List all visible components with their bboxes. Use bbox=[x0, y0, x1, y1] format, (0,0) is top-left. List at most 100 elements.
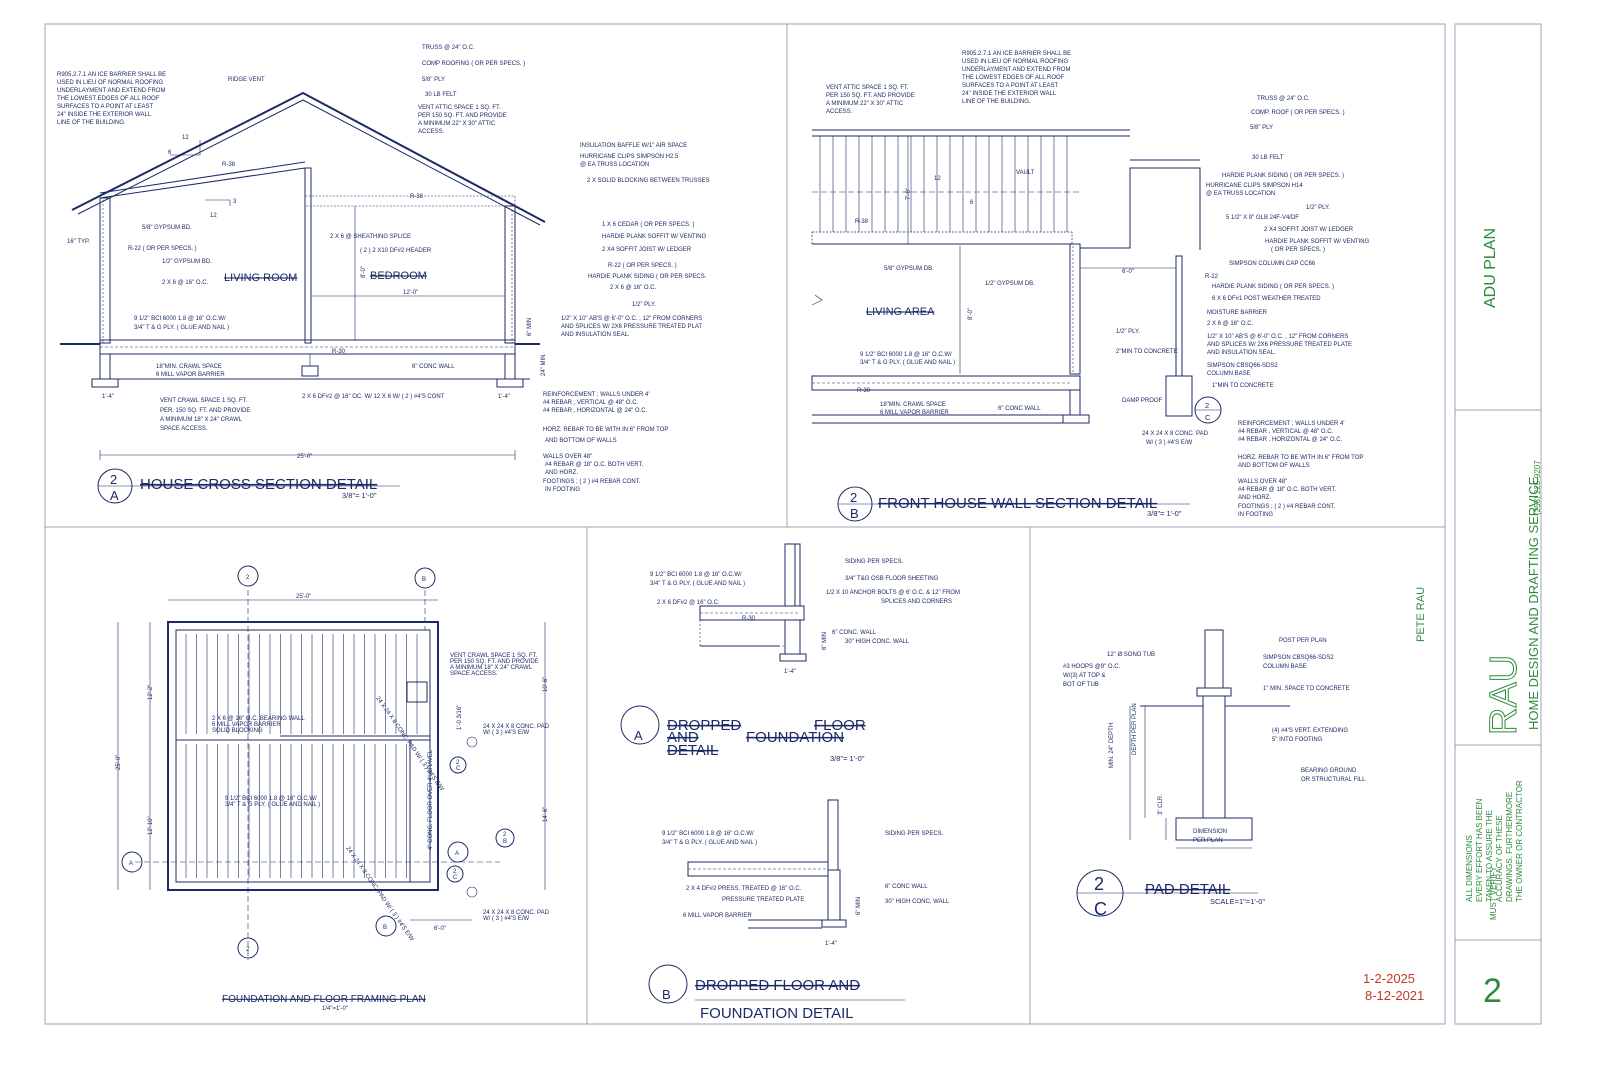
svg-text:1'-0 3/16": 1'-0 3/16" bbox=[457, 705, 463, 730]
svg-text:SPACE ACCESS.: SPACE ACCESS. bbox=[160, 426, 208, 432]
svg-text:SURFACES TO A POINT AT LEAST: SURFACES TO A POINT AT LEAST bbox=[57, 104, 153, 110]
svg-text:IN FOOTING: IN FOOTING bbox=[1238, 512, 1273, 518]
svg-text:DRAWINGS. FURTHERMORE: DRAWINGS. FURTHERMORE bbox=[1505, 792, 1514, 902]
svg-text:14'-6": 14'-6" bbox=[543, 807, 549, 822]
svg-text:12: 12 bbox=[182, 135, 189, 141]
svg-text:SOLID BLOCKING: SOLID BLOCKING bbox=[212, 728, 263, 734]
svg-text:SIDING PER SPECS.: SIDING PER SPECS. bbox=[885, 831, 944, 837]
svg-text:2 X 6 @ 16" O.C.: 2 X 6 @ 16" O.C. bbox=[162, 280, 209, 286]
note-ridge-vent: RIDGE VENT bbox=[228, 77, 265, 83]
svg-text:VAULT: VAULT bbox=[1016, 170, 1035, 176]
svg-text:1" MIN. SPACE TO CONCRETE: 1" MIN. SPACE TO CONCRETE bbox=[1263, 686, 1349, 692]
svg-text:7'-0": 7'-0" bbox=[906, 188, 912, 200]
svg-text:AND SPLICES W/ 2X6 PRESSURE TR: AND SPLICES W/ 2X6 PRESSURE TREATED PLAT… bbox=[1207, 342, 1352, 348]
svg-text:PER. 150 SQ. FT. AND PROVIDE: PER. 150 SQ. FT. AND PROVIDE bbox=[160, 408, 250, 414]
svg-text:IN FOOTING: IN FOOTING bbox=[545, 487, 580, 493]
svg-text:R-38: R-38 bbox=[222, 162, 236, 168]
svg-text:1/2" X 10" AB'S @ 6'-0" O.C. ,: 1/2" X 10" AB'S @ 6'-0" O.C. , 12" FROM … bbox=[1207, 334, 1348, 340]
svg-text:HARDIE PLANK SOFFIT W/ VENTING: HARDIE PLANK SOFFIT W/ VENTING bbox=[602, 234, 707, 240]
svg-text:24 X 24 X 8 CONC. PAD: 24 X 24 X 8 CONC. PAD bbox=[483, 724, 550, 730]
svg-text:MIN. 24" DEPTH: MIN. 24" DEPTH bbox=[1109, 723, 1115, 768]
svg-text:C: C bbox=[1094, 899, 1107, 919]
svg-text:2: 2 bbox=[110, 472, 117, 487]
svg-text:1/2" PLY.: 1/2" PLY. bbox=[1116, 329, 1140, 335]
svg-text:#4 REBAR @ 18" O.C. BOTH VERT.: #4 REBAR @ 18" O.C. BOTH VERT. bbox=[545, 462, 643, 468]
svg-text:2: 2 bbox=[850, 490, 857, 505]
svg-text:5/8" GYPSUM DB.: 5/8" GYPSUM DB. bbox=[884, 266, 934, 272]
svg-text:2: 2 bbox=[1205, 401, 1209, 410]
svg-text:R905.2.7.1 AN ICE BARRIER SHAL: R905.2.7.1 AN ICE BARRIER SHALL BE bbox=[962, 51, 1071, 57]
svg-text:1"MIN TO CONCRETE: 1"MIN TO CONCRETE bbox=[1212, 383, 1274, 389]
svg-text:C: C bbox=[456, 766, 461, 772]
tag-a-dropped: A bbox=[620, 705, 660, 745]
sheet-number: 2 bbox=[1483, 972, 1502, 1010]
svg-text:6" MIN: 6" MIN bbox=[822, 632, 828, 650]
svg-text:W/ ( 3 ) #4'S E/W: W/ ( 3 ) #4'S E/W bbox=[483, 730, 529, 736]
svg-text:8'-0": 8'-0" bbox=[968, 308, 974, 320]
svg-text:B: B bbox=[850, 506, 859, 521]
svg-text:DETAIL: DETAIL bbox=[667, 742, 718, 759]
svg-text:6" CONC WALL: 6" CONC WALL bbox=[412, 364, 455, 370]
svg-text:1'-4": 1'-4" bbox=[784, 669, 796, 675]
svg-text:8'-0": 8'-0" bbox=[361, 266, 367, 278]
svg-text:5/8" PLY: 5/8" PLY bbox=[422, 77, 445, 83]
svg-text:30 LB FELT: 30 LB FELT bbox=[1252, 155, 1284, 161]
svg-text:12: 12 bbox=[934, 176, 941, 182]
svg-text:SURFACES TO A POINT AT LEAST: SURFACES TO A POINT AT LEAST bbox=[962, 83, 1058, 89]
svg-text:MOISTURE BARRIER: MOISTURE BARRIER bbox=[1207, 310, 1268, 316]
svg-text:FOOTINGS ; ( 2 ) #4 REBAR CONT: FOOTINGS ; ( 2 ) #4 REBAR CONT. bbox=[543, 479, 641, 485]
pad-detail-drawing bbox=[1129, 629, 1290, 849]
svg-text:AND BOTTOM OF WALLS: AND BOTTOM OF WALLS bbox=[1238, 463, 1310, 469]
svg-text:VENT ATTIC SPACE 1 SQ. FT.: VENT ATTIC SPACE 1 SQ. FT. bbox=[418, 105, 501, 111]
titleblock-logo: RAU bbox=[1483, 655, 1525, 735]
svg-text:B: B bbox=[422, 577, 426, 583]
svg-text:2: 2 bbox=[453, 869, 457, 875]
svg-text:( OR PER SPECS. ): ( OR PER SPECS. ) bbox=[1271, 247, 1325, 253]
svg-text:@ EA TRUSS LOCATION: @ EA TRUSS LOCATION bbox=[580, 162, 649, 168]
title-block bbox=[1454, 23, 1542, 1025]
svg-text:30" HIGH CONC. WALL: 30" HIGH CONC. WALL bbox=[845, 639, 910, 645]
svg-text:PER 150 SQ. FT. AND PROVIDE: PER 150 SQ. FT. AND PROVIDE bbox=[450, 659, 539, 665]
svg-text:18"MIN. CRAWL SPACE: 18"MIN. CRAWL SPACE bbox=[880, 402, 946, 408]
svg-text:WALLS OVER 48": WALLS OVER 48" bbox=[543, 454, 592, 460]
svg-text:DAMP PROOF: DAMP PROOF bbox=[1122, 398, 1163, 404]
svg-text:A MINIMUM 22" X 30" ATTIC: A MINIMUM 22" X 30" ATTIC bbox=[826, 101, 904, 107]
svg-text:AND: AND bbox=[667, 729, 699, 746]
svg-text:6" MIN: 6" MIN bbox=[527, 318, 533, 336]
svg-text:2 X 6 @ 16" O.C.: 2 X 6 @ 16" O.C. bbox=[1207, 321, 1254, 327]
svg-text:MUST VERIFY: MUST VERIFY bbox=[1489, 866, 1498, 920]
svg-text:3" CLR.: 3" CLR. bbox=[1158, 794, 1164, 815]
svg-text:3: 3 bbox=[233, 199, 237, 205]
svg-text:W/ ( 3 ) #4'S E/W: W/ ( 3 ) #4'S E/W bbox=[483, 916, 529, 922]
svg-text:FOUNDATION: FOUNDATION bbox=[746, 729, 844, 746]
svg-text:A: A bbox=[110, 488, 119, 503]
svg-text:9 1/2" BCI 6000 1.8 @ 16" O.C.: 9 1/2" BCI 6000 1.8 @ 16" O.C.W/ bbox=[662, 831, 754, 837]
svg-text:1'-4": 1'-4" bbox=[102, 394, 114, 400]
svg-text:W/(3) AT TOP &: W/(3) AT TOP & bbox=[1063, 673, 1105, 679]
titleblock-disclaimer: ALL DIMENSIONS bbox=[1465, 835, 1474, 902]
date-revision: 1-2-2025 bbox=[1363, 971, 1415, 986]
svg-text:16" TYP.: 16" TYP. bbox=[67, 239, 90, 245]
svg-text:2 X 6 @ SHEATHING SPLICE: 2 X 6 @ SHEATHING SPLICE bbox=[330, 234, 411, 240]
tag-2a: 2 A bbox=[97, 468, 400, 504]
svg-text:UNDERLAYMENT AND EXTEND FROM: UNDERLAYMENT AND EXTEND FROM bbox=[962, 67, 1070, 73]
svg-text:C: C bbox=[1205, 413, 1211, 422]
svg-text:HARDIE PLANK SIDING ( OR PER S: HARDIE PLANK SIDING ( OR PER SPECS. bbox=[588, 274, 707, 280]
svg-text:2 X 6 DF#2 @ 16" O.C.: 2 X 6 DF#2 @ 16" O.C. bbox=[657, 600, 720, 606]
svg-text:1 X 6 CEDAR ( OR PER SPECS. ): 1 X 6 CEDAR ( OR PER SPECS. ) bbox=[602, 222, 694, 228]
svg-text:9 1/2" BCI 6000 1.8 @ 16" O.C.: 9 1/2" BCI 6000 1.8 @ 16" O.C.W/ bbox=[225, 796, 317, 802]
title-pad-detail: PAD DETAIL bbox=[1145, 881, 1230, 898]
svg-text:@ EA TRUSS LOCATION: @ EA TRUSS LOCATION bbox=[1206, 191, 1275, 197]
svg-text:AND INSULATION SEAL.: AND INSULATION SEAL. bbox=[1207, 350, 1276, 356]
svg-text:HORZ. REBAR TO BE WITH IN 6" F: HORZ. REBAR TO BE WITH IN 6" FROM TOP bbox=[543, 427, 668, 433]
tag-b-dropped: B bbox=[648, 964, 688, 1004]
svg-text:25'-0": 25'-0" bbox=[297, 454, 312, 460]
svg-text:HARDIE PLANK SIDING ( OR PER S: HARDIE PLANK SIDING ( OR PER SPECS. ) bbox=[1222, 173, 1344, 179]
title-dropped-floor-a: DROPPED bbox=[667, 717, 741, 734]
svg-text:2 X 6 DF#2 @ 16" OC. W/ 12 X 6: 2 X 6 DF#2 @ 16" OC. W/ 12 X 6 W/ ( 2 ) … bbox=[302, 394, 445, 400]
svg-text:9 1/2" BCI 6000 1.8 @ 16" O.C.: 9 1/2" BCI 6000 1.8 @ 16" O.C.W/ bbox=[860, 352, 952, 358]
svg-text:COMP. ROOF ( OR PER SPECS. ): COMP. ROOF ( OR PER SPECS. ) bbox=[1251, 110, 1345, 116]
svg-text:FOOTINGS ; ( 2 ) #4 REBAR CONT: FOOTINGS ; ( 2 ) #4 REBAR CONT. bbox=[1238, 504, 1336, 510]
svg-text:A MINIMUM 22" X 30" ATTIC: A MINIMUM 22" X 30" ATTIC bbox=[418, 121, 496, 127]
